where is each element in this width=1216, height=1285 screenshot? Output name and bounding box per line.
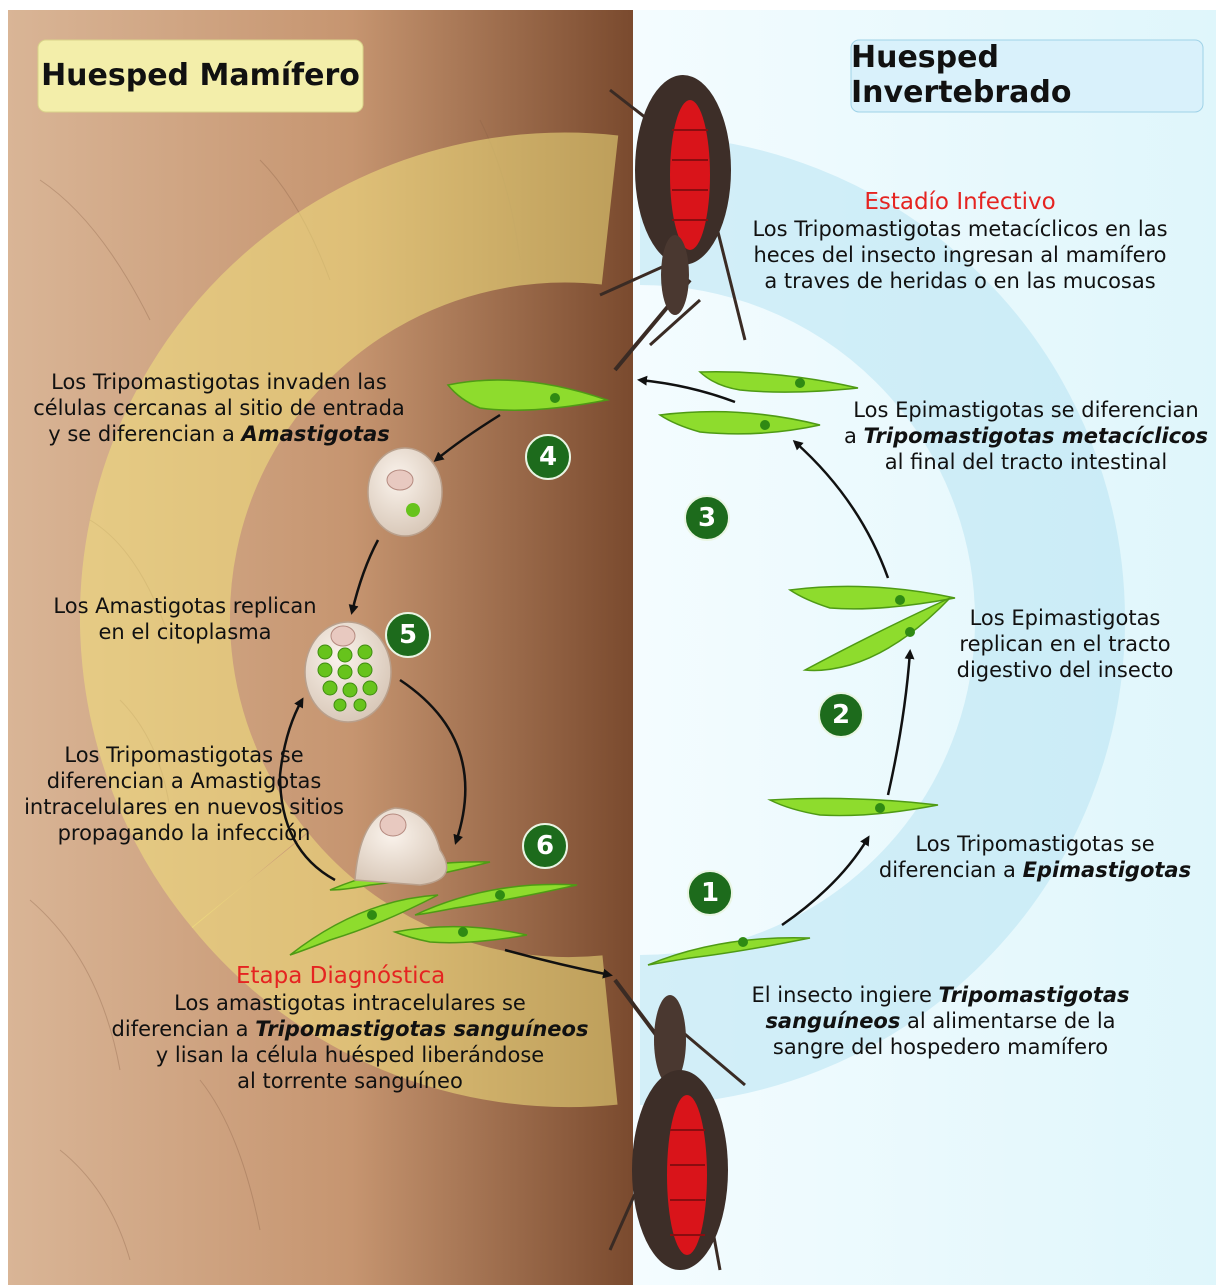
step3-line-3: al final del tracto intestinal [836, 449, 1216, 475]
infective-line-2: heces del insecto ingresan al mamífero [730, 242, 1190, 268]
step4-line-2: células cercanas al sitio de entrada [14, 395, 424, 421]
mammal-host-title: Huesped Mamífero [38, 40, 363, 110]
step5-line-1: Los Amastigotas replican [30, 593, 340, 619]
step4-line-1: Los Tripomastigotas invaden las [14, 369, 424, 395]
invertebrate-host-title: Huesped Invertebrado [851, 40, 1203, 110]
step6-line-1: Los Tripomastigotas se [14, 742, 354, 768]
step-3-badge: 3 [684, 495, 730, 541]
step1-line-2: al alimentarse de la [900, 1009, 1115, 1033]
diagnostic-line-1: Los amastigotas intracelulares se [100, 990, 600, 1016]
epi-line-2: replican en el tracto [940, 631, 1190, 657]
infective-line-1: Los Tripomastigotas metacíclicos en las [730, 216, 1190, 242]
step1-line-1: El insecto ingiere [751, 983, 938, 1007]
step2-line-1: Los Tripomastigotas se [870, 831, 1200, 857]
step2-text: Los Tripomastigotas se diferencian a Epi… [870, 831, 1200, 883]
cell-step4 [368, 448, 442, 536]
step1-line-3: sangre del hospedero mamífero [738, 1034, 1143, 1060]
step3-emphasis: Tripomastigotas metacíclicos [864, 424, 1209, 448]
step2-emphasis: Epimastigotas [1023, 858, 1192, 882]
step-1-badge: 1 [687, 870, 733, 916]
step2-line-2: diferencian a [879, 858, 1023, 882]
step6-line-3: intracelulares en nuevos sitios [14, 794, 354, 820]
epimastigote-replicate-text: Los Epimastigotas replican en el tracto … [940, 605, 1190, 683]
diagnostic-stage-title: Etapa Diagnóstica [96, 962, 600, 990]
diagnostic-line-4: al torrente sanguíneo [100, 1068, 600, 1094]
infective-stage-block: Estadío Infectivo Los Tripomastigotas me… [730, 188, 1190, 294]
step-2-badge: 2 [818, 692, 864, 738]
step1-emphasis-1: Tripomastigotas [939, 983, 1130, 1007]
epi-line-3: digestivo del insecto [940, 657, 1190, 683]
step4-text: Los Tripomastigotas invaden las células … [14, 369, 424, 447]
step1-text: El insecto ingiere Tripomastigotas sangu… [738, 982, 1143, 1060]
diagnostic-line-2: diferencian a [112, 1017, 256, 1041]
diagnostic-line-3: y lisan la célula huésped liberándose [100, 1042, 600, 1068]
diagnostic-stage-block: Etapa Diagnóstica Los amastigotas intrac… [100, 962, 600, 1094]
step3-text: Los Epimastigotas se diferencian a Tripo… [836, 397, 1216, 475]
step6-line-4: propagando la infección [14, 820, 354, 846]
step5-line-2: en el citoplasma [30, 619, 340, 645]
step-6-badge: 6 [522, 823, 568, 869]
infective-line-3: a traves de heridas o en las mucosas [730, 268, 1190, 294]
infective-stage-title: Estadío Infectivo [730, 188, 1190, 216]
epi-line-1: Los Epimastigotas [940, 605, 1190, 631]
step6-text: Los Tripomastigotas se diferencian a Ama… [14, 742, 354, 846]
step4-emphasis: Amastigotas [242, 422, 390, 446]
diagnostic-emphasis: Tripomastigotas sanguíneos [255, 1017, 588, 1041]
step5-text: Los Amastigotas replican en el citoplasm… [30, 593, 340, 645]
step3-line-2: a [844, 424, 864, 448]
step6-line-2: diferencian a Amastigotas [14, 768, 354, 794]
step-5-badge: 5 [385, 612, 431, 658]
step3-line-1: Los Epimastigotas se diferencian [836, 397, 1216, 423]
step4-line-3: y se diferencian a [48, 422, 241, 446]
step1-emphasis-2: sanguíneos [765, 1009, 900, 1033]
step-4-badge: 4 [525, 434, 571, 480]
